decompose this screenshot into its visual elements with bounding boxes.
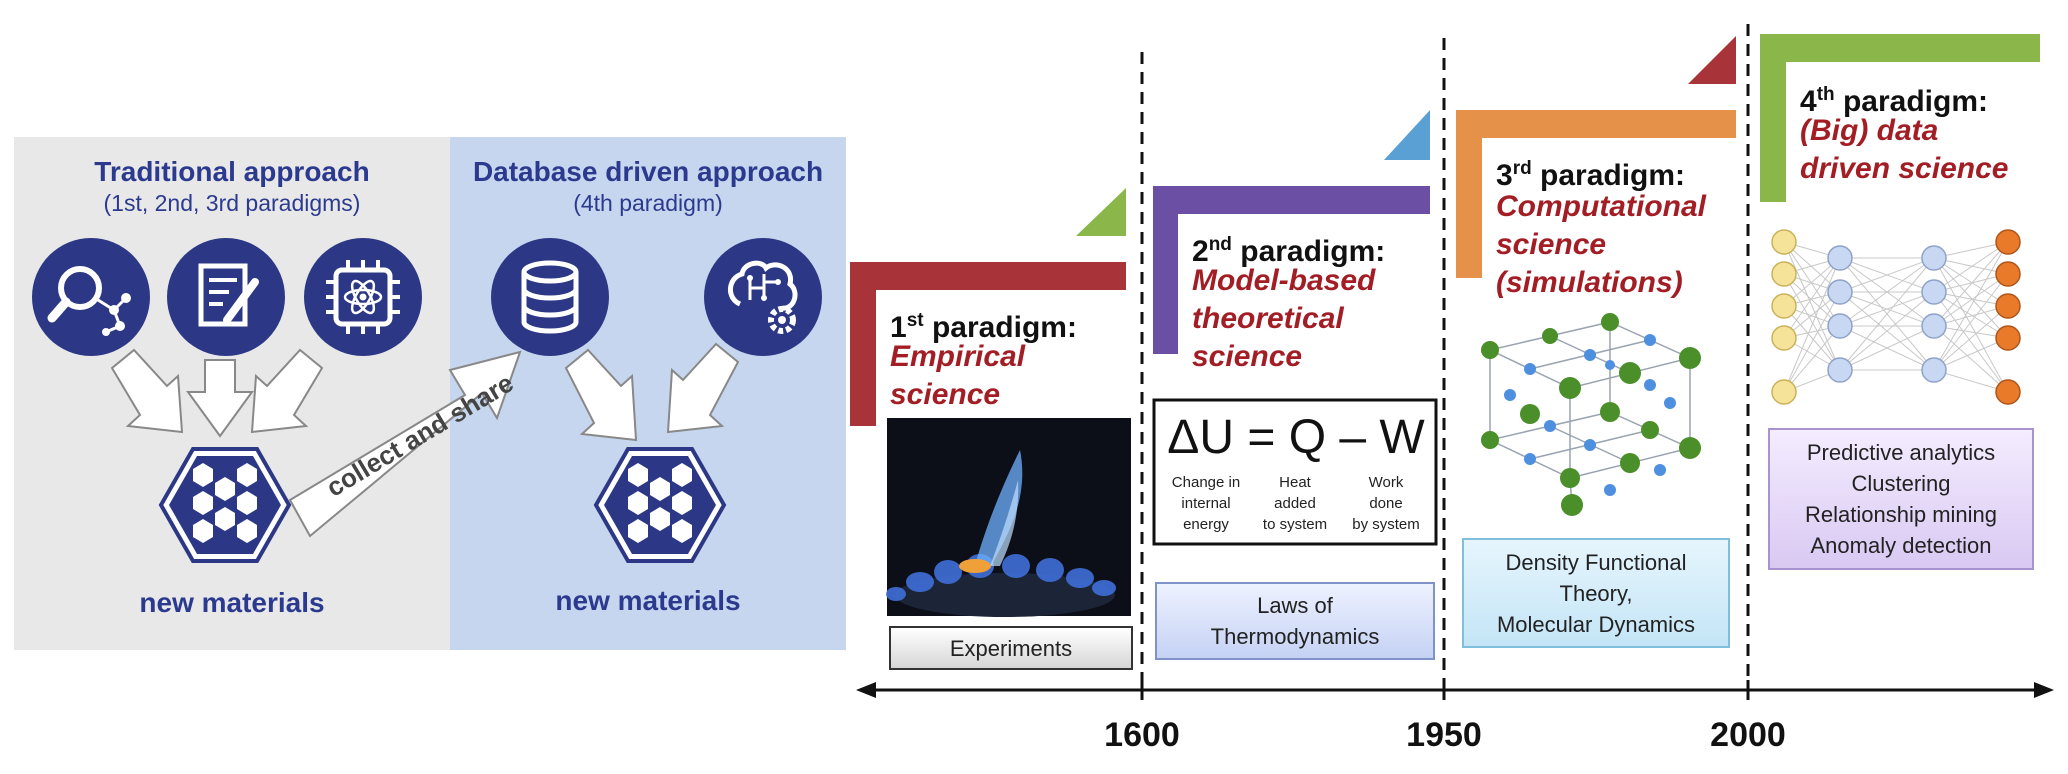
material-hexagon-icon (158, 447, 292, 563)
down-arrow-icon (186, 359, 254, 438)
database-result: new materials (555, 585, 741, 616)
equation-box (1152, 398, 1438, 546)
year-2000: 2000 (1710, 716, 1786, 754)
document-pen-icon (167, 238, 285, 356)
gas-flame-photo (886, 418, 1131, 617)
paradigm-2-bracket (1153, 110, 1430, 354)
atom-chip-icon (304, 238, 422, 356)
magnifier-molecule-icon (32, 238, 150, 356)
year-1600: 1600 (1104, 716, 1180, 754)
database-title: Database driven approach (472, 156, 824, 187)
year-1950: 1950 (1406, 716, 1482, 754)
approach-flow-graphic (110, 342, 740, 563)
traditional-title: Traditional approach (94, 156, 370, 187)
timeline-axis (856, 680, 2054, 700)
down-arrow-icon (564, 348, 638, 442)
down-arrow-icon (250, 348, 324, 434)
paradigm-2-title: 2nd paradigm: (1192, 234, 1386, 268)
database-panel (450, 137, 846, 650)
brain-gear-icon (704, 238, 822, 356)
neural-network-graphic (1771, 229, 2021, 405)
collect-share-arrow-icon (288, 350, 522, 538)
equation-formula: ΔU = Q – W (1167, 411, 1425, 464)
traditional-result: new materials (139, 587, 325, 618)
paradigm-4-bracket (1760, 34, 2040, 202)
paradigm-3-bracket (1456, 36, 1736, 278)
experiments-box: Experiments (889, 626, 1133, 670)
down-arrow-icon (666, 342, 740, 434)
paradigm-4-title: 4th paradigm: (1800, 84, 1988, 118)
paradigm-1-title: 1st paradigm: (890, 310, 1077, 344)
material-hexagon-icon (593, 447, 727, 563)
crystal-lattice-atoms (1481, 313, 1701, 516)
traditional-subtitle: (1st, 2nd, 3rd paradigms) (103, 190, 361, 216)
down-arrow-icon (110, 348, 184, 434)
database-icon (491, 238, 609, 356)
database-subtitle: (4th paradigm) (573, 190, 723, 216)
paradigm-1-bracket (850, 188, 1126, 426)
paradigm-3-title: 3rd paradigm: (1496, 158, 1686, 192)
